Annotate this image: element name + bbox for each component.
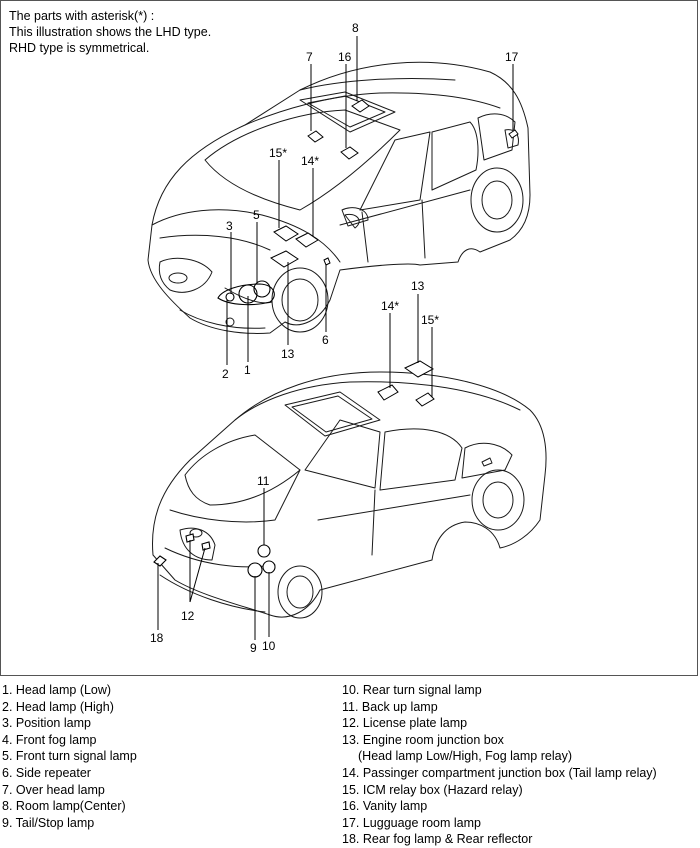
callout-15-star-rear: 15* — [421, 313, 439, 327]
callout-13-rear: 13 — [411, 279, 425, 293]
callout-10: 10 — [262, 639, 276, 653]
asterisk-note: The parts with asterisk(*) : This illust… — [9, 8, 211, 56]
rear-leader-lines — [157, 294, 433, 640]
legend-item: 13. Engine room junction box — [342, 732, 504, 747]
rear-car-illustration — [152, 371, 547, 619]
legend-item: 10. Rear turn signal lamp — [342, 683, 482, 697]
legend-item: 5. Front turn signal lamp — [2, 749, 137, 764]
callout-14-star: 14* — [301, 154, 319, 168]
callout-6: 6 — [322, 333, 329, 347]
rear-lamp-cluster — [153, 533, 276, 578]
lighting-diagram: 8 7 16 17 15* 14* 3 5 13 6 2 1 — [147, 21, 547, 655]
callout-5: 5 — [253, 208, 260, 222]
legend-item: 8. Room lamp(Center) — [2, 799, 126, 814]
rear-parts — [377, 360, 435, 407]
front-car-illustration — [147, 61, 531, 334]
legend-item: 11. Back up lamp — [342, 699, 438, 714]
legend-item: 17. Lugguage room lamp — [342, 815, 481, 830]
callout-8: 8 — [352, 21, 359, 35]
legend-item: 2. Head lamp (High) — [2, 699, 114, 714]
callout-11: 11 — [257, 474, 270, 488]
callout-7: 7 — [306, 50, 313, 64]
callout-12: 12 — [181, 609, 195, 623]
legend-item: 3. Position lamp — [2, 716, 91, 731]
legend-item: 15. ICM relay box (Hazard relay) — [342, 782, 523, 797]
callout-17: 17 — [505, 50, 519, 64]
legend-item: 18. Rear fog lamp & Rear reflector — [342, 832, 533, 847]
legend-item: 9. Tail/Stop lamp — [2, 815, 95, 830]
rear-callout-labels: 13 14* 15* 11 12 18 9 10 — [150, 279, 439, 655]
note-line-2: This illustration shows the LHD type. — [9, 25, 212, 39]
front-parts — [269, 99, 519, 268]
callout-13: 13 — [281, 347, 295, 361]
front-callout-labels: 8 7 16 17 15* 14* 3 5 13 6 2 1 — [222, 21, 519, 381]
legend-item-subtext: (Head lamp Low/High, Fog lamp relay) — [358, 749, 572, 764]
note-line-1: The parts with asterisk(*) : — [9, 9, 155, 23]
legend-item: 1. Head lamp (Low) — [2, 683, 112, 697]
legend-right-column: 10. Rear turn signal lamp 11. Back up la… — [342, 682, 657, 848]
legend-item: 16. Vanity lamp — [342, 799, 428, 814]
diagram-frame — [0, 0, 698, 676]
callout-1: 1 — [244, 363, 251, 377]
legend-item: 6. Side repeater — [2, 765, 91, 780]
callout-16: 16 — [338, 50, 352, 64]
legend-item: 7. Over head lamp — [2, 782, 105, 797]
callout-2: 2 — [222, 367, 229, 381]
legend-item: 14. Passinger compartment junction box (… — [342, 765, 657, 780]
legend-left-column: 1. Head lamp (Low) 2. Head lamp (High) 3… — [2, 682, 137, 831]
legend-item: 4. Front fog lamp — [2, 732, 97, 747]
front-leader-lines — [226, 36, 514, 365]
callout-18: 18 — [150, 631, 164, 645]
callout-9: 9 — [250, 641, 257, 655]
callout-14-star-rear: 14* — [381, 299, 399, 313]
front-headlamp-cluster — [217, 280, 275, 306]
note-line-3: RHD type is symmetrical. — [9, 41, 150, 55]
callout-15-star: 15* — [269, 146, 287, 160]
legend-item: 12. License plate lamp — [342, 716, 468, 731]
callout-3: 3 — [226, 219, 233, 233]
